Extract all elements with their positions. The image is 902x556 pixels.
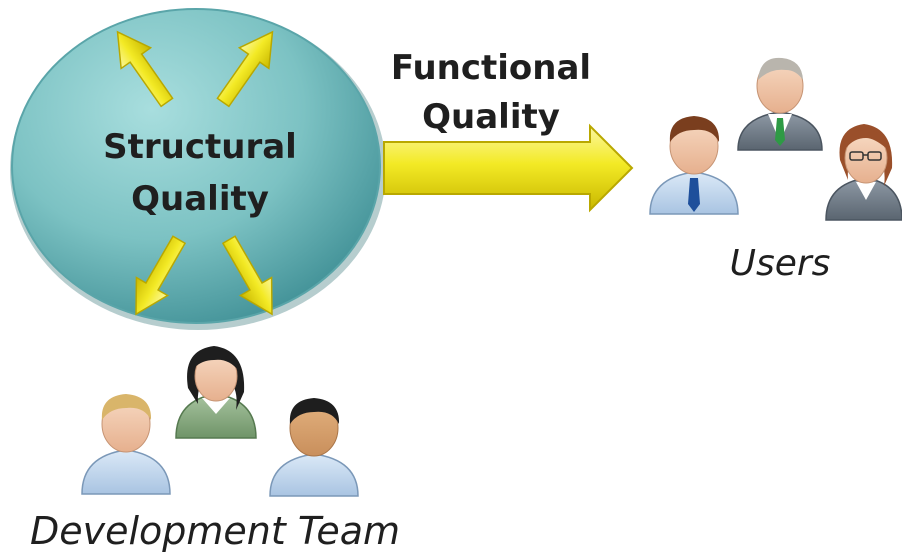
users-group (649, 57, 902, 221)
center-label-line1: Structural (103, 127, 297, 167)
person-icon (81, 394, 171, 495)
arrow-label-line2: Quality (422, 97, 560, 137)
person-icon (269, 398, 359, 497)
structural-quality-circle (10, 8, 386, 330)
functional-quality-arrow-icon (383, 123, 634, 213)
person-icon (737, 57, 823, 151)
person-icon (649, 116, 739, 215)
person-icon (175, 346, 257, 439)
arrow-label-line1: Functional (391, 48, 591, 88)
users-label: Users (730, 243, 831, 284)
person-icon (825, 124, 902, 221)
development-team-label: Development Team (30, 509, 400, 553)
development-team-group (81, 346, 359, 497)
center-label-line2: Quality (131, 179, 269, 219)
